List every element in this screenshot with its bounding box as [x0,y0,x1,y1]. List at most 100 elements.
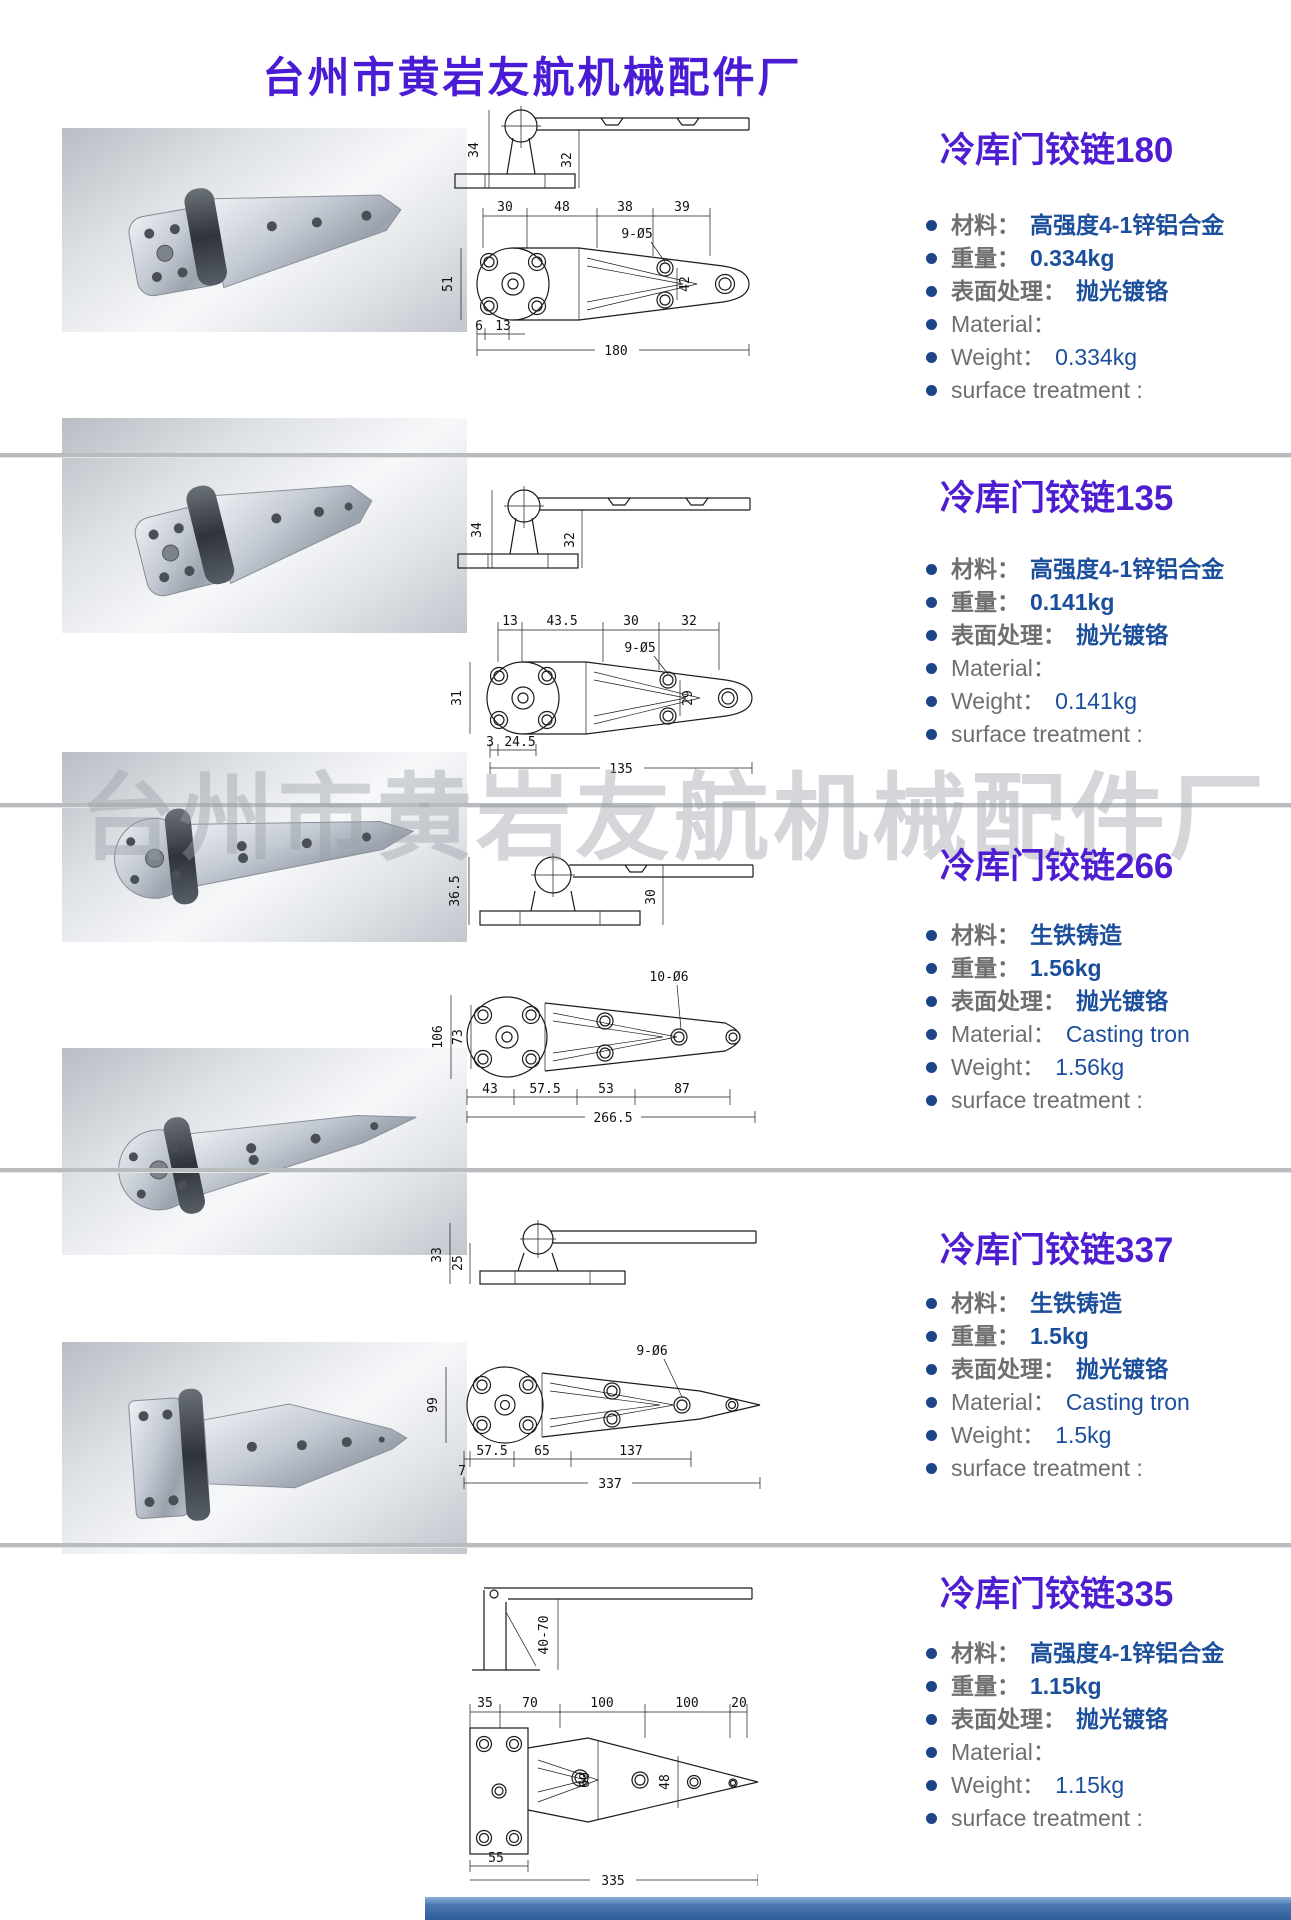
spec-label: Weight： [951,1054,1046,1080]
spec-value: 抛光镀铬 [1076,622,1168,648]
spec-label: surface treatment : [951,1805,1143,1831]
spec-label: 重量： [951,1323,1020,1349]
dimension-label: 31 [450,690,465,706]
section-divider [0,1168,1291,1173]
dimension-label: 42 [678,276,693,292]
dimension-label: 30 [644,889,659,905]
dimension-label: 57.5 [529,1082,560,1097]
dimension-label: 29 [681,690,696,706]
spec-label: 表面处理： [951,988,1066,1014]
spec-value: 高强度4-1锌铝合金 [1030,212,1225,238]
spec-item: Weight： 0.334kg [926,346,1284,369]
spec-label: 材料： [951,1640,1020,1666]
dimension-label: 9-Ø5 [621,227,652,242]
dimension-label: 25 [451,1255,466,1271]
spec-label: Material： [951,655,1056,681]
dimension-label: 57.5 [476,1444,507,1459]
dimension-label: 55 [488,1851,504,1866]
spec-label: 表面处理： [951,1356,1066,1382]
spec-value: 生铁铸造 [1030,922,1122,948]
spec-value: Casting tron [1065,1389,1190,1415]
dimension-label: 24.5 [504,735,535,750]
hinge-photo-art [128,188,402,297]
dimension-label: 100 [675,1696,698,1711]
product-name-337: 冷库门铰链337 [940,1231,1174,1270]
spec-list-337: 材料：生铁铸造 重量： 1.5kg 表面处理： 抛光镀铬 Material： Cast… [926,1292,1284,1490]
spec-item: surface treatment : [926,723,1284,746]
spec-item: Material： [926,657,1284,680]
spec-label: 表面处理： [951,278,1066,304]
spec-label: 重量： [951,589,1020,615]
hinge-photo-art [118,1115,417,1214]
section-divider [0,1543,1291,1548]
technical-drawing-180: 34 32 30 48 38 39 42 51 9-Ø5 6 13 [441,106,750,359]
hinge-photo-art [114,808,415,905]
spec-item: 表面处理：抛光镀铬 [926,1708,1284,1731]
spec-value: 高强度4-1锌铝合金 [1030,1640,1225,1666]
section-divider [0,803,1291,808]
spec-value: 1.5kg [1030,1323,1089,1349]
spec-label: Material： [951,311,1056,337]
spec-item: 材料：生铁铸造 [926,1292,1284,1315]
spec-label: Weight： [951,344,1046,370]
spec-item: 重量： 1.15kg [926,1675,1284,1698]
spec-label: Material： [951,1739,1056,1765]
dimension-label: 65 [534,1444,550,1459]
spec-value: 0.334kg [1030,245,1115,271]
spec-item: Material： Casting tron [926,1391,1284,1414]
dimension-label: 9-Ø6 [636,1344,667,1359]
spec-list-266: 材料：生铁铸造 重量：1.56kg 表面处理：抛光镀铬 Material：Cas… [926,924,1284,1122]
dimension-label: 337 [598,1477,621,1492]
product-name-335: 冷库门铰链335 [940,1575,1174,1614]
spec-item: surface treatment : [926,1807,1284,1830]
spec-value: 1.15kg [1030,1673,1102,1699]
spec-label: surface treatment : [951,1455,1143,1481]
dimension-label: 51 [441,276,456,292]
spec-label: 重量： [951,1673,1020,1699]
dimension-label: 35 [477,1696,493,1711]
spec-label: 重量： [951,245,1020,271]
dimension-label: 43 [482,1082,498,1097]
spec-item: surface treatment : [926,1089,1284,1112]
hinge-photo-art [134,484,373,597]
spec-item: Material： [926,313,1284,336]
dimension-label: 13 [502,614,518,629]
dimension-label: 3 [486,735,494,750]
spec-value: 0.141kg [1030,589,1115,615]
spec-item: 表面处理： 抛光镀铬 [926,1358,1284,1381]
spec-label: Material： [951,1389,1056,1415]
dimension-label: 20 [731,1696,747,1711]
dimension-label: 30 [623,614,639,629]
spec-value: 0.334kg [1055,344,1138,370]
spec-value: 1.56kg [1055,1054,1125,1080]
spec-list-135: 材料：高强度4-1锌铝合金 重量：0.141kg 表面处理：抛光镀铬 Mater… [926,558,1284,756]
dimension-label: 13 [495,319,511,334]
spec-item: 重量： 1.5kg [926,1325,1284,1348]
dimension-label: 180 [604,344,627,359]
spec-label: 材料： [951,212,1020,238]
dimension-label: 87 [674,1082,690,1097]
dimension-label: 39 [674,200,690,215]
spec-value: 抛光镀铬 [1076,1356,1168,1382]
product-photo-335 [62,1342,467,1554]
spec-label: 材料： [951,556,1020,582]
technical-drawing-266: 36.5 30 10-Ø6 106 73 43 57.5 53 87 266.5 [431,853,756,1126]
dimension-label: 32 [560,152,575,168]
dimension-label: 53 [598,1082,614,1097]
spec-item: 材料：生铁铸造 [926,924,1284,947]
page-title: 台州市黄岩友航机械配件厂 [262,54,803,102]
dimension-label: 32 [681,614,697,629]
spec-label: Weight： [951,1422,1046,1448]
spec-label: surface treatment : [951,1087,1143,1113]
spec-value: 抛光镀铬 [1076,278,1168,304]
spec-label: 重量： [951,955,1020,981]
spec-item: 表面处理： 抛光镀铬 [926,280,1284,303]
spec-label: surface treatment : [951,721,1143,747]
product-photo-135 [62,418,467,633]
spec-item: Weight：1.5kg [926,1424,1284,1447]
dimension-label: 36.5 [448,875,463,906]
spec-value: 生铁铸造 [1030,1290,1122,1316]
spec-label: Material： [951,1021,1056,1047]
dimension-label: 6 [475,319,483,334]
dimension-label: 30 [497,200,513,215]
